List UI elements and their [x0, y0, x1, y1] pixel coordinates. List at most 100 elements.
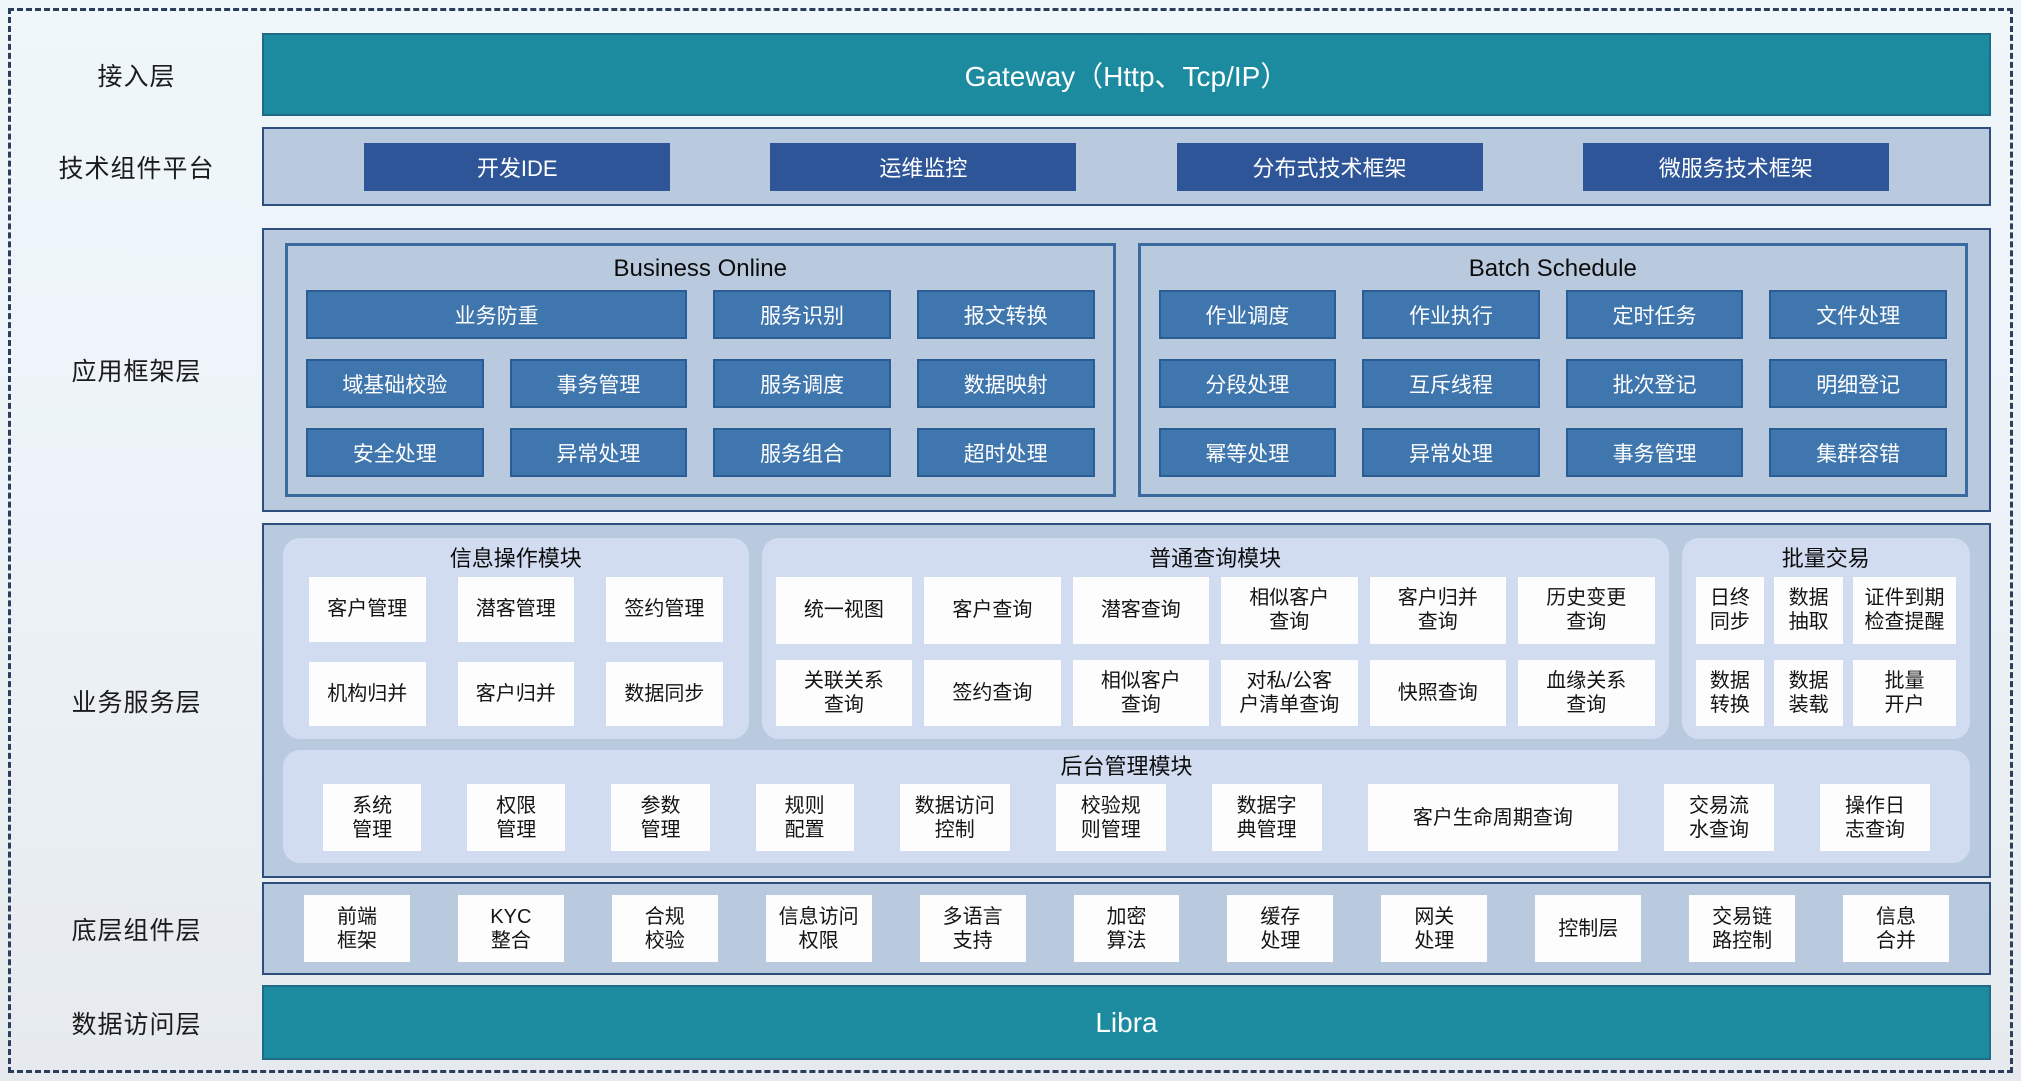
business-online-grid: 业务防重服务识别报文转换域基础校验事务管理服务调度数据映射安全处理异常处理服务组…: [306, 290, 1095, 477]
service-item: 数据访问 控制: [899, 784, 1010, 851]
framework-item: 事务管理: [509, 359, 688, 408]
batch-schedule-group: Batch Schedule 作业调度作业执行定时任务文件处理分段处理互斥线程批…: [1137, 243, 1968, 497]
framework-item: 报文转换: [916, 290, 1095, 339]
batch-schedule-title: Batch Schedule: [1468, 255, 1637, 282]
tech-component-button: 开发IDE: [364, 142, 671, 191]
libra-bar: Libra: [262, 985, 1991, 1060]
service-item: 数据同步: [606, 661, 723, 726]
framework-item: 服务组合: [713, 428, 891, 477]
service-item: 权限 管理: [467, 784, 566, 851]
service-item: 相似客户 查询: [1072, 659, 1210, 726]
batch-trade-panel: 批量交易 日终 同步数据 抽取证件到期 检查提醒数据 转换数据 装载批量 开户: [1681, 538, 1970, 739]
service-item: 客户归并: [457, 661, 575, 726]
service-item: 日终 同步: [1695, 577, 1765, 644]
framework-item: 幂等处理: [1158, 428, 1337, 477]
framework-item: 异常处理: [509, 428, 688, 477]
service-item: 历史变更 查询: [1518, 577, 1655, 644]
service-item: 潜客查询: [1072, 577, 1210, 644]
app-framework-row: 应用框架层 Business Online 业务防重服务识别报文转换域基础校验事…: [11, 228, 1991, 512]
framework-item: 业务防重: [306, 290, 688, 339]
framework-item: 明细登记: [1769, 359, 1947, 408]
business-service-row: 业务服务层 信息操作模块 客户管理潜客管理签约管理机构归并客户归并数据同步 普通…: [11, 523, 1991, 878]
service-item: 统一视图: [775, 577, 913, 644]
service-item: 签约管理: [606, 577, 723, 642]
framework-item: 集群容错: [1769, 428, 1947, 477]
service-item: 交易流 水查询: [1664, 784, 1775, 851]
backend-admin-panel: 后台管理模块 系统 管理权限 管理参数 管理规则 配置数据访问 控制校验规 则管…: [283, 750, 1970, 863]
service-item: 血缘关系 查询: [1518, 659, 1655, 726]
framework-item: 文件处理: [1769, 290, 1947, 339]
base-component-item: 网关 处理: [1381, 895, 1488, 962]
base-component-item: 多语言 支持: [919, 895, 1026, 962]
business-service-label: 业务服务层: [71, 688, 202, 717]
service-item: 相似客户 查询: [1221, 577, 1358, 644]
app-framework-label: 应用框架层: [71, 358, 202, 386]
service-item: 潜客管理: [457, 577, 575, 642]
access-layer-row: 接入层 Gateway（Http、Tcp/IP）: [11, 33, 1991, 116]
access-layer-label: 接入层: [97, 62, 176, 91]
business-online-group: Business Online 业务防重服务识别报文转换域基础校验事务管理服务调…: [285, 243, 1116, 497]
service-item: 操作日 志查询: [1820, 784, 1930, 851]
framework-item: 服务调度: [713, 359, 891, 408]
service-item: 客户管理: [309, 577, 426, 642]
framework-item: 定时任务: [1565, 290, 1744, 339]
service-item: 数据字 典管理: [1211, 784, 1322, 851]
service-item: 客户生命周期查询: [1367, 784, 1619, 851]
service-item: 系统 管理: [323, 784, 422, 851]
batch-schedule-grid: 作业调度作业执行定时任务文件处理分段处理互斥线程批次登记明细登记幂等处理异常处理…: [1158, 290, 1947, 477]
service-item: 批量 开户: [1852, 659, 1956, 726]
service-item: 校验规 则管理: [1055, 784, 1166, 851]
base-component-item: 缓存 处理: [1227, 895, 1334, 962]
gateway-bar: Gateway（Http、Tcp/IP）: [262, 33, 1991, 116]
service-item: 参数 管理: [611, 784, 710, 851]
service-item: 证件到期 检查提醒: [1852, 577, 1956, 644]
base-component-item: 加密 算法: [1073, 895, 1180, 962]
service-item: 签约查询: [924, 659, 1061, 726]
service-item: 数据 装载: [1774, 659, 1843, 726]
base-component-item: 控制层: [1535, 895, 1642, 962]
business-online-title: Business Online: [613, 255, 787, 282]
framework-item: 互斥线程: [1362, 359, 1540, 408]
framework-item: 安全处理: [306, 428, 484, 477]
framework-item: 批次登记: [1565, 359, 1744, 408]
framework-item: 数据映射: [916, 359, 1095, 408]
batch-trade-title: 批量交易: [1781, 546, 1870, 571]
service-item: 关联关系 查询: [775, 659, 913, 726]
app-framework-band: Business Online 业务防重服务识别报文转换域基础校验事务管理服务调…: [262, 228, 1991, 512]
framework-item: 作业调度: [1158, 290, 1337, 339]
service-item: 数据 抽取: [1774, 577, 1843, 644]
base-component-item: 合规 校验: [611, 895, 718, 962]
data-access-label: 数据访问层: [71, 1010, 202, 1039]
framework-item: 域基础校验: [306, 359, 484, 408]
tech-platform-label: 技术组件平台: [58, 154, 215, 183]
base-component-item: 前端 框架: [304, 895, 410, 962]
service-item: 对私/公客 户清单查询: [1221, 659, 1358, 726]
service-item: 机构归并: [309, 661, 426, 726]
framework-item: 作业执行: [1362, 290, 1540, 339]
info-operation-title: 信息操作模块: [449, 546, 582, 571]
framework-item: 超时处理: [916, 428, 1095, 477]
common-query-title: 普通查询模块: [1149, 546, 1282, 571]
service-item: 客户归并 查询: [1369, 577, 1507, 644]
data-access-row: 数据访问层 Libra: [11, 985, 1991, 1060]
business-service-band: 信息操作模块 客户管理潜客管理签约管理机构归并客户归并数据同步 普通查询模块 统…: [262, 523, 1991, 878]
base-component-item: KYC 整合: [457, 895, 564, 962]
framework-item: 服务识别: [713, 290, 891, 339]
base-component-band: 前端 框架 KYC 整合合规 校验信息访问 权限多语言 支持加密 算法缓存 处理网…: [262, 882, 1991, 975]
tech-component-button: 微服务技术框架: [1582, 142, 1889, 191]
service-item: 规则 配置: [755, 784, 854, 851]
base-component-item: 信息 合并: [1843, 895, 1949, 962]
service-item: 快照查询: [1369, 659, 1507, 726]
tech-component-button: 分布式技术框架: [1176, 142, 1483, 191]
backend-admin-title: 后台管理模块: [1060, 754, 1193, 779]
info-operation-panel: 信息操作模块 客户管理潜客管理签约管理机构归并客户归并数据同步: [283, 538, 749, 739]
base-component-item: 信息访问 权限: [765, 895, 872, 962]
framework-item: 分段处理: [1158, 359, 1337, 408]
base-component-item: 交易链 路控制: [1689, 895, 1796, 962]
service-item: 数据 转换: [1695, 659, 1765, 726]
service-item: 客户查询: [924, 577, 1061, 644]
